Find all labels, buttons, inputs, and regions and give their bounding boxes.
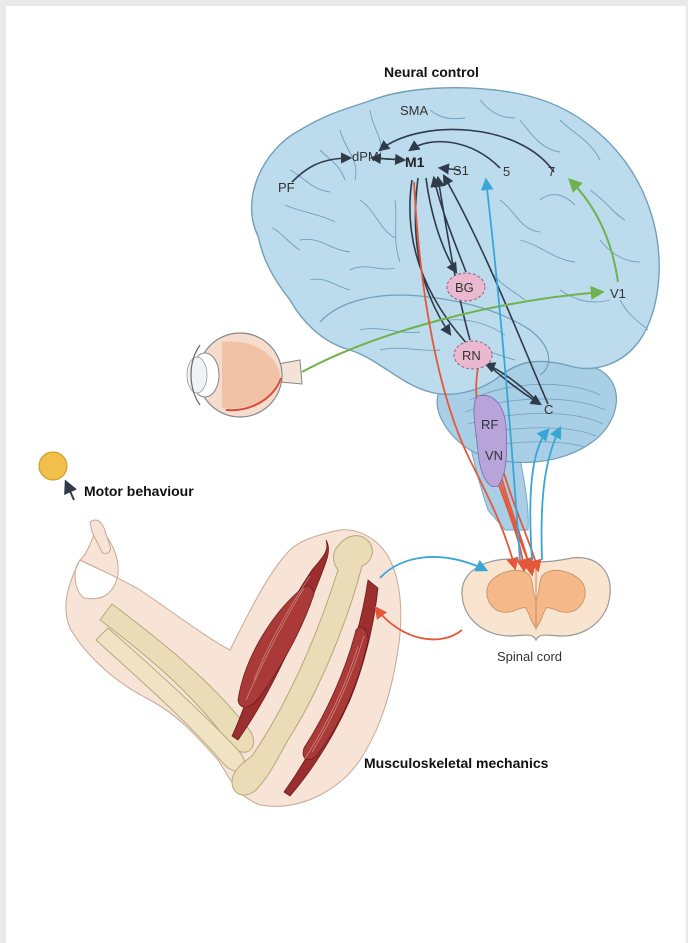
brain — [252, 88, 660, 530]
label-v1: V1 — [610, 286, 626, 301]
musculoskeletal-title: Musculoskeletal mechanics — [364, 755, 549, 771]
arm — [66, 520, 401, 806]
neural-control-title: Neural control — [384, 64, 479, 80]
label-m1: M1 — [405, 154, 425, 170]
label-c: C — [544, 402, 553, 417]
motor-behaviour-title: Motor behaviour — [84, 483, 194, 499]
label-s1: S1 — [453, 163, 469, 178]
label-bg: BG — [455, 280, 474, 295]
target-ball — [39, 452, 67, 480]
eye — [187, 333, 302, 417]
label-area7: 7 — [548, 164, 555, 179]
spinal-cord-label: Spinal cord — [497, 649, 562, 664]
motor-behaviour-arrow — [66, 482, 74, 500]
neuromotor-diagram: Neural control SMA dPM M1 S1 PF 5 7 V1 B… — [6, 6, 686, 943]
label-vn: VN — [485, 448, 503, 463]
label-rn: RN — [462, 348, 481, 363]
cerebrum — [252, 88, 660, 395]
label-dpm: dPM — [352, 149, 379, 164]
label-area5: 5 — [503, 164, 510, 179]
label-rf: RF — [481, 417, 498, 432]
label-pf: PF — [278, 180, 295, 195]
figure-canvas: Neural control SMA dPM M1 S1 PF 5 7 V1 B… — [6, 6, 686, 943]
label-sma: SMA — [400, 103, 429, 118]
